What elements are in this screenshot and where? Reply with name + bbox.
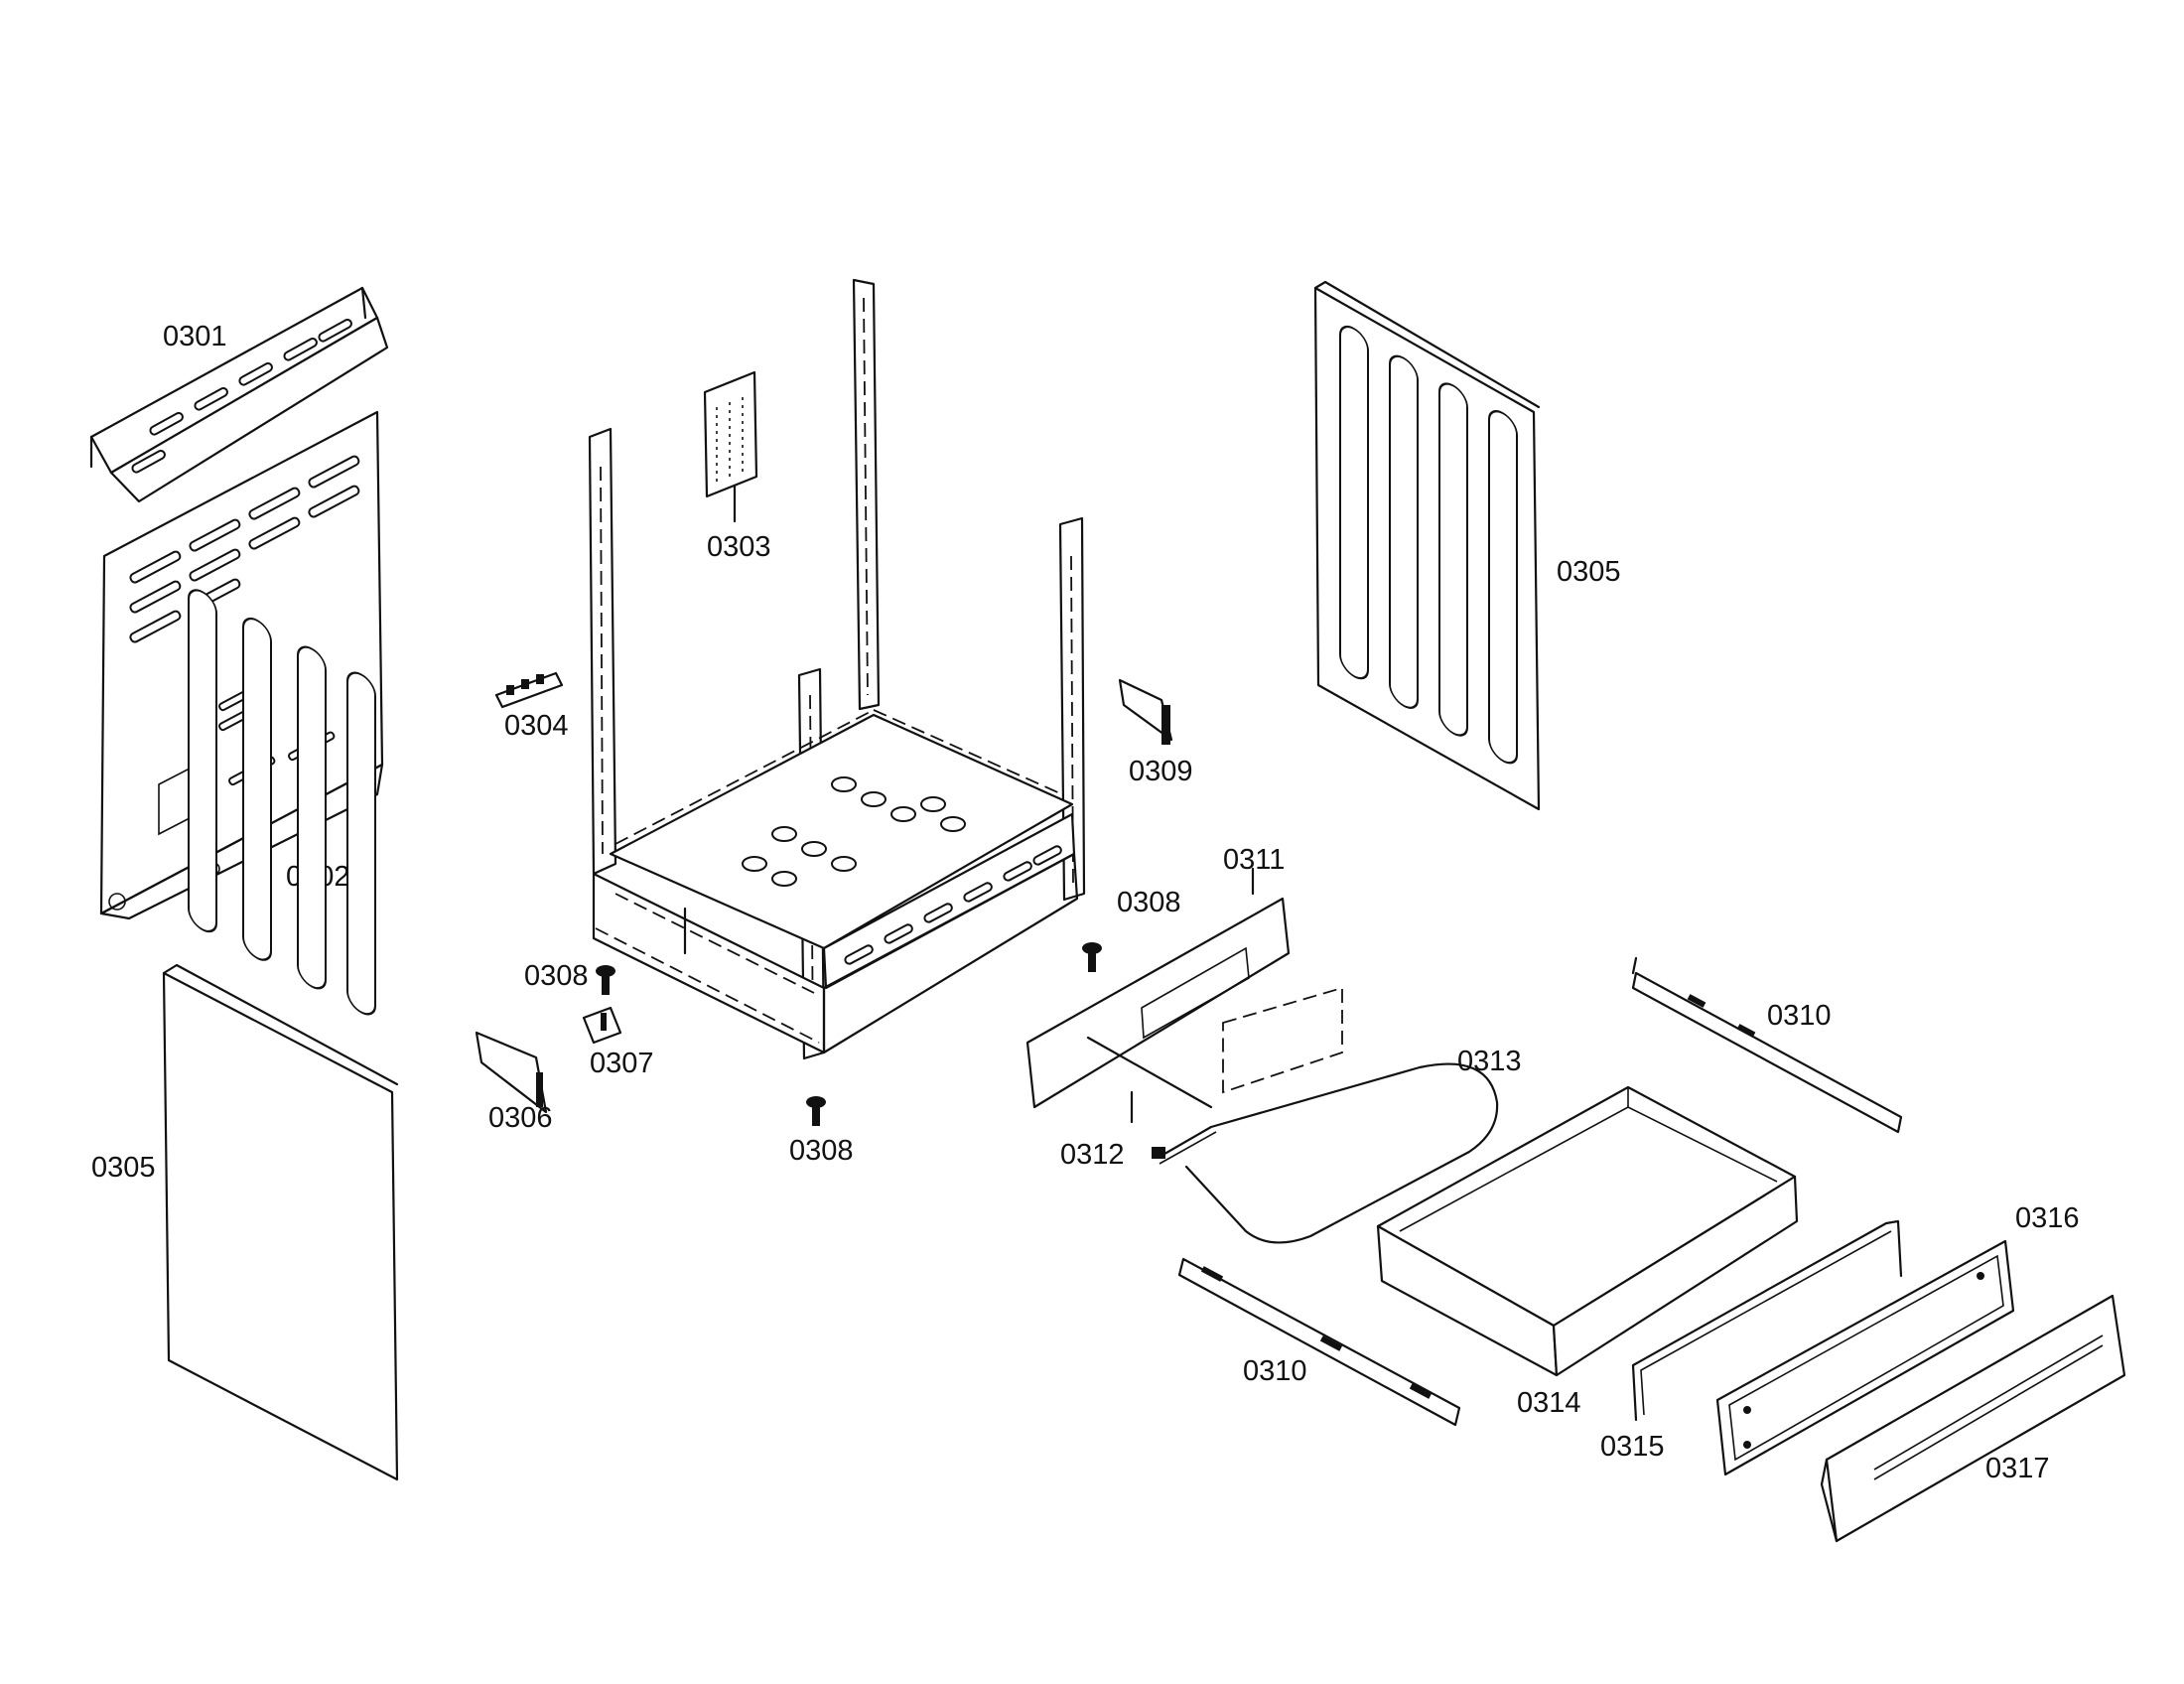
label-0308-b: 0308 [789,1135,854,1167]
label-0315: 0315 [1600,1431,1665,1463]
label-0307: 0307 [590,1048,654,1079]
part-0314-drawer-box [1376,1085,1799,1377]
label-0313: 0313 [1457,1046,1522,1077]
part-0313-heating-element [1152,1062,1499,1244]
part-0317-drawer-front [1820,1294,2126,1543]
label-0316: 0316 [2015,1202,2080,1234]
label-0309: 0309 [1129,756,1193,787]
heat-reflector-outline [1222,986,1343,1094]
label-0310-top: 0310 [1767,1000,1832,1032]
label-0312: 0312 [1060,1139,1125,1171]
label-0306: 0306 [488,1102,553,1134]
part-0306-bracket [475,1031,548,1114]
label-0310-bottom: 0310 [1243,1355,1307,1387]
label-0305-left: 0305 [91,1152,156,1184]
part-0309-hinge-bracket [1118,678,1173,745]
label-0314: 0314 [1517,1387,1581,1419]
label-0317: 0317 [1985,1453,2050,1484]
part-0315-drawer-gasket [1631,1219,1903,1422]
part-0304-terminal-block [494,671,564,709]
part-0307-clip [582,1006,622,1045]
label-0304: 0304 [504,710,569,742]
label-0305-right: 0305 [1557,556,1621,588]
label-0311: 0311 [1223,844,1285,876]
label-0308-a: 0308 [524,960,589,992]
part-0308-screw-c [1082,942,1102,972]
part-0316-drawer-inner-panel [1715,1239,2015,1476]
label-0303: 0303 [707,531,771,563]
part-0308-screw-b [806,1096,826,1126]
label-0308-c: 0308 [1117,887,1181,918]
cabinet-frame [588,278,1086,1060]
part-0303-mounting-plate [703,370,758,523]
part-0305-side-panel-right [1313,280,1541,811]
part-0310-slide-rail-top [1631,956,1903,1134]
part-0301-vent-trim [89,286,389,503]
part-0305-side-panel-left [162,589,399,1481]
part-0312-bake-element-lead [1086,1036,1213,1124]
label-0301: 0301 [163,321,227,352]
part-0308-screw-a [596,965,615,995]
part-0311-drawer-frame [1025,867,1291,1109]
part-0310-slide-rail-bottom [1177,1257,1461,1427]
